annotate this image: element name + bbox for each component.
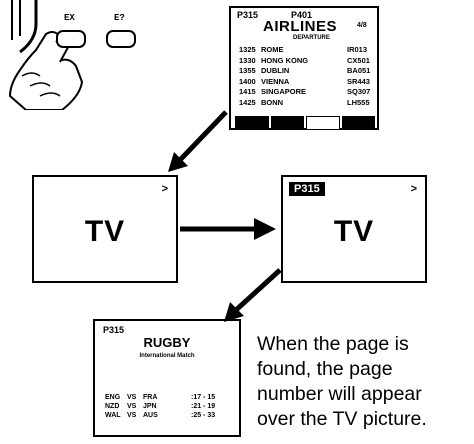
caption-line: over the TV picture.: [257, 407, 472, 432]
arrow-to-tv2-icon: [180, 218, 276, 240]
arrow-to-tv1-icon: [168, 112, 226, 172]
arrow-to-rugby-icon: [224, 270, 280, 322]
caption-line: number will appear: [257, 382, 472, 407]
caption-text: When the page is found, the page number …: [257, 332, 472, 432]
caption-line: found, the page: [257, 357, 472, 382]
caption-line: When the page is: [257, 332, 472, 357]
